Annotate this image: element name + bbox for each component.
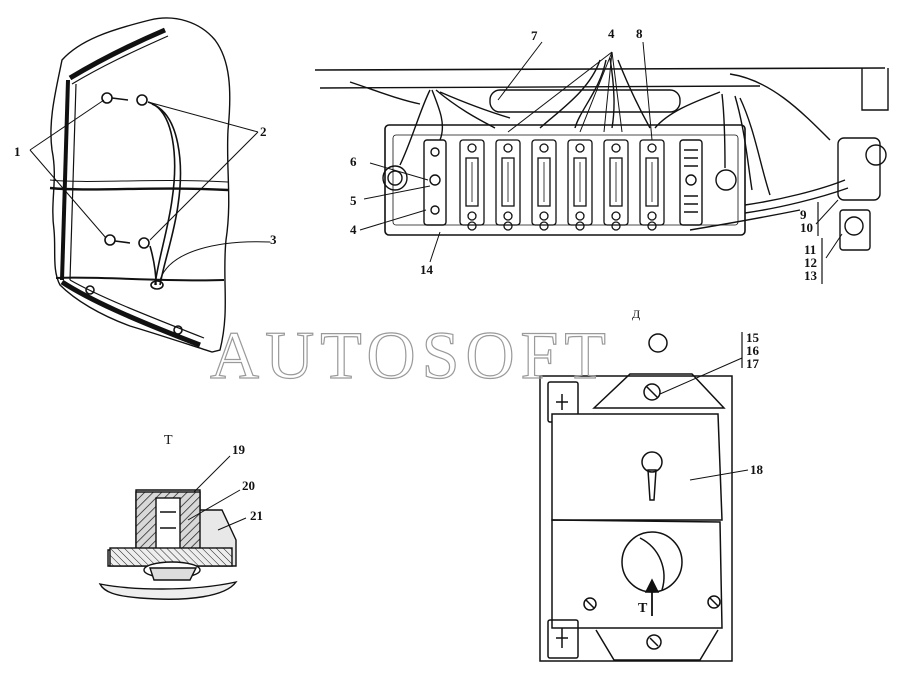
callout-9: 9	[800, 207, 807, 222]
section-t-cap-detail	[98, 455, 247, 600]
callout-15: 15	[746, 330, 760, 345]
callout-12: 12	[804, 255, 817, 270]
callout-21: 21	[250, 508, 263, 523]
fuse-holder	[603, 139, 629, 231]
fuse-holder	[567, 139, 593, 231]
callout-4-top: 4	[608, 26, 615, 41]
fuse-holder	[531, 139, 557, 231]
callout-11: 11	[804, 242, 816, 257]
callout-14: 14	[420, 262, 434, 277]
callout-20: 20	[242, 478, 255, 493]
callout-7: 7	[531, 28, 538, 43]
fuse-block-assembly	[314, 41, 889, 284]
callout-2: 2	[260, 124, 267, 139]
callout-10: 10	[800, 220, 813, 235]
callout-13: 13	[804, 268, 818, 283]
callout-3: 3	[270, 232, 277, 247]
fuse-holder-row	[459, 139, 665, 231]
callout-16: 16	[746, 343, 760, 358]
callout-18: 18	[750, 462, 764, 477]
callout-5: 5	[350, 193, 357, 208]
fuse-holder	[495, 139, 521, 231]
wiring-panel-detail	[29, 17, 271, 353]
view-label-t-arrow: T	[638, 601, 648, 616]
callout-6: 6	[350, 154, 357, 169]
view-label-t-top: T	[164, 433, 173, 448]
view-d-cover-detail	[539, 332, 749, 662]
watermark-text: AUTOSOFT	[210, 317, 612, 393]
callout-8: 8	[636, 26, 643, 41]
callout-1: 1	[14, 144, 21, 159]
callout-17: 17	[746, 356, 760, 371]
callout-19: 19	[232, 442, 246, 457]
callout-4-left: 4	[350, 222, 357, 237]
view-label-d: Д	[632, 307, 640, 321]
fuse-holder	[459, 139, 485, 231]
fuse-holder	[639, 139, 665, 231]
